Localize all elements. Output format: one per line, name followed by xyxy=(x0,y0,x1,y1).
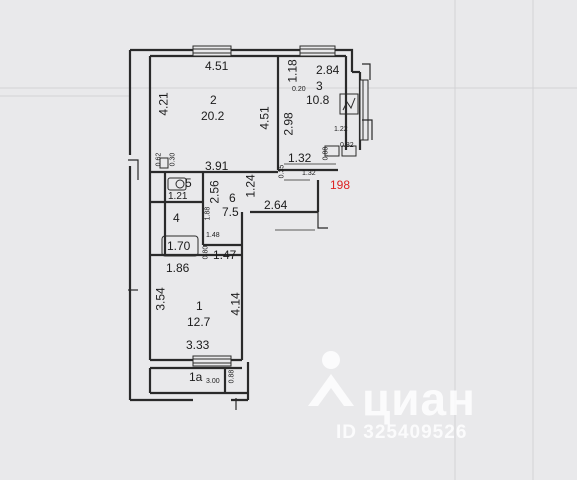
dim-147: 1.47 xyxy=(213,248,237,262)
dim-333: 3.33 xyxy=(186,338,210,352)
room-3-area: 10.8 xyxy=(306,93,330,107)
bathtub xyxy=(161,235,199,257)
dim-391: 3.91 xyxy=(205,159,229,173)
room-4-number: 4 xyxy=(173,211,180,225)
toilet xyxy=(175,179,185,189)
room-3-number: 3 xyxy=(316,79,323,93)
room-1-number: 1 xyxy=(196,299,203,313)
room-1a-number: 1а xyxy=(189,370,203,384)
dim-088-b: 0.88 xyxy=(228,369,236,384)
fixtures xyxy=(159,93,359,257)
kitchen-vent xyxy=(324,145,340,157)
dim-121: 1.21 xyxy=(168,191,188,202)
room-2-area: 20.2 xyxy=(201,109,225,123)
dim-414: 4.14 xyxy=(228,292,243,316)
dim-188: 1.88 xyxy=(204,206,212,221)
dim-264: 2.64 xyxy=(264,198,288,212)
shaft xyxy=(159,157,169,169)
dim-118: 1.18 xyxy=(285,59,300,83)
kitchen-vent-2 xyxy=(341,145,357,157)
dim-298: 2.98 xyxy=(281,112,296,136)
cian-logo-icon xyxy=(308,351,354,406)
dim-451-top: 4.51 xyxy=(205,59,229,73)
dim-186: 1.86 xyxy=(166,261,190,275)
sink xyxy=(167,177,187,191)
windows xyxy=(192,45,369,367)
dim-124: 1.24 xyxy=(243,174,258,198)
exterior-marks xyxy=(128,63,373,410)
dim-170: 1.70 xyxy=(167,239,191,253)
dim-148: 1.48 xyxy=(206,232,220,239)
room-1-area: 12.7 xyxy=(187,315,211,329)
dim-256: 2.56 xyxy=(207,180,222,204)
dim-354: 3.54 xyxy=(153,287,168,311)
dim-132-a: 1.32 xyxy=(288,151,312,165)
watermark-listing-id: ID 325409526 xyxy=(336,422,468,443)
dim-030: 0.30 xyxy=(169,152,177,167)
dim-421: 4.21 xyxy=(156,92,171,116)
dim-284: 2.84 xyxy=(316,63,340,77)
dimension-lines xyxy=(275,163,336,231)
kitchen-stove xyxy=(339,93,359,115)
watermark-brand: циан xyxy=(362,373,476,425)
dim-020: 0.20 xyxy=(292,86,306,93)
room-2-number: 2 xyxy=(210,93,217,107)
room-5-number: 5 xyxy=(185,176,192,190)
dim-451-right: 4.51 xyxy=(257,106,272,130)
room-6-number: 6 xyxy=(229,191,236,205)
dim-082: 0.82 xyxy=(340,142,354,149)
dim-132-b: 1.32 xyxy=(302,170,316,177)
dim-088-k: 0.88 xyxy=(322,146,330,161)
room-6-area: 7.5 xyxy=(222,205,239,219)
dim-062: 0.62 xyxy=(155,152,163,167)
dim-080: 0.80 xyxy=(202,245,210,260)
dim-122: 1.22 xyxy=(334,126,348,133)
dim-035: 0.35 xyxy=(278,164,286,179)
dim-300: 3.00 xyxy=(206,378,220,385)
apartment-number: 198 xyxy=(330,178,351,192)
